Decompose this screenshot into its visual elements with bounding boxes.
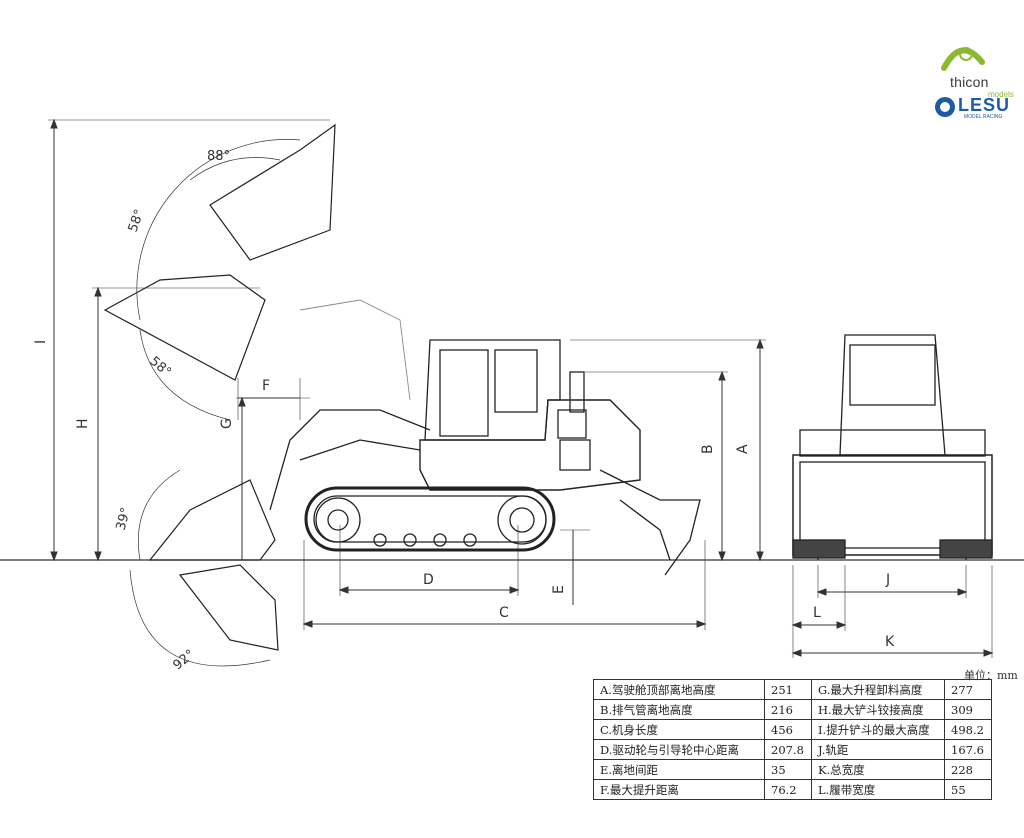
dim-label-A: A — [735, 444, 751, 454]
spec-name-cell: B.排气管离地高度 — [593, 699, 765, 720]
dim-label-H: H — [75, 418, 91, 429]
spec-value-cell: 277 — [944, 679, 992, 700]
thicon-logo-sub: models — [988, 90, 1014, 99]
spec-name-cell: K.总宽度 — [811, 759, 945, 780]
spec-value-cell: 35 — [764, 759, 812, 780]
spec-value-cell: 167.6 — [944, 739, 992, 760]
angle-label-58-top: 58° — [126, 207, 148, 234]
spec-name-cell: I.提升铲斗的最大高度 — [811, 719, 945, 740]
dim-label-I: I — [33, 340, 49, 344]
spec-value-cell: 207.8 — [764, 739, 812, 760]
spec-name-cell: H.最大铲斗铰接高度 — [811, 699, 945, 720]
unit-label: 单位：mm — [964, 669, 1018, 682]
dim-label-K: K — [885, 634, 895, 650]
thicon-logo-text: thicon — [950, 74, 989, 90]
spec-name-cell: C.机身长度 — [593, 719, 765, 740]
spec-name-cell: J.轨距 — [811, 739, 945, 760]
angle-label-58-mid: 58° — [147, 354, 174, 380]
dim-label-F: F — [262, 378, 270, 394]
angle-label-92: 92° — [170, 647, 197, 673]
dim-label-C: C — [499, 605, 509, 621]
loader-front-view — [792, 334, 993, 560]
loader-side-view — [103, 123, 701, 651]
spec-name-cell: F.最大提升距离 — [593, 779, 765, 800]
angle-label-88: 88° — [207, 149, 230, 164]
lesu-logo-text: LESU — [958, 95, 1011, 115]
angle-label-39: 39° — [114, 506, 134, 532]
lesu-logo-sub: MODEL RACING — [964, 114, 1003, 120]
dim-label-D: D — [423, 572, 434, 588]
spec-name-cell: L.履带宽度 — [811, 779, 945, 800]
spec-value-cell: 216 — [764, 699, 812, 720]
dim-label-E: E — [551, 585, 567, 594]
spec-name-cell: A.驾驶舱顶部离地高度 — [593, 679, 765, 700]
thicon-gear-icon — [941, 47, 985, 71]
spec-name-cell: D.驱动轮与引导轮中心距离 — [593, 739, 765, 760]
dim-label-G: G — [219, 418, 235, 429]
brand-logos: thicon models LESU MODEL RACING — [928, 40, 1024, 120]
spec-value-cell: 55 — [944, 779, 992, 800]
spec-value-cell: 498.2 — [944, 719, 992, 740]
spec-name-cell: E.离地间距 — [593, 759, 765, 780]
spec-value-cell: 456 — [764, 719, 812, 740]
spec-value-cell: 251 — [764, 679, 812, 700]
spec-value-cell: 76.2 — [764, 779, 812, 800]
spec-name-cell: G.最大升程卸料高度 — [811, 679, 945, 700]
dim-label-B: B — [700, 444, 716, 454]
dim-label-J: J — [885, 572, 890, 588]
spec-value-cell: 228 — [944, 759, 992, 780]
lesu-lion-icon — [935, 97, 955, 117]
dim-label-L: L — [813, 605, 821, 621]
spec-value-cell: 309 — [944, 699, 992, 720]
